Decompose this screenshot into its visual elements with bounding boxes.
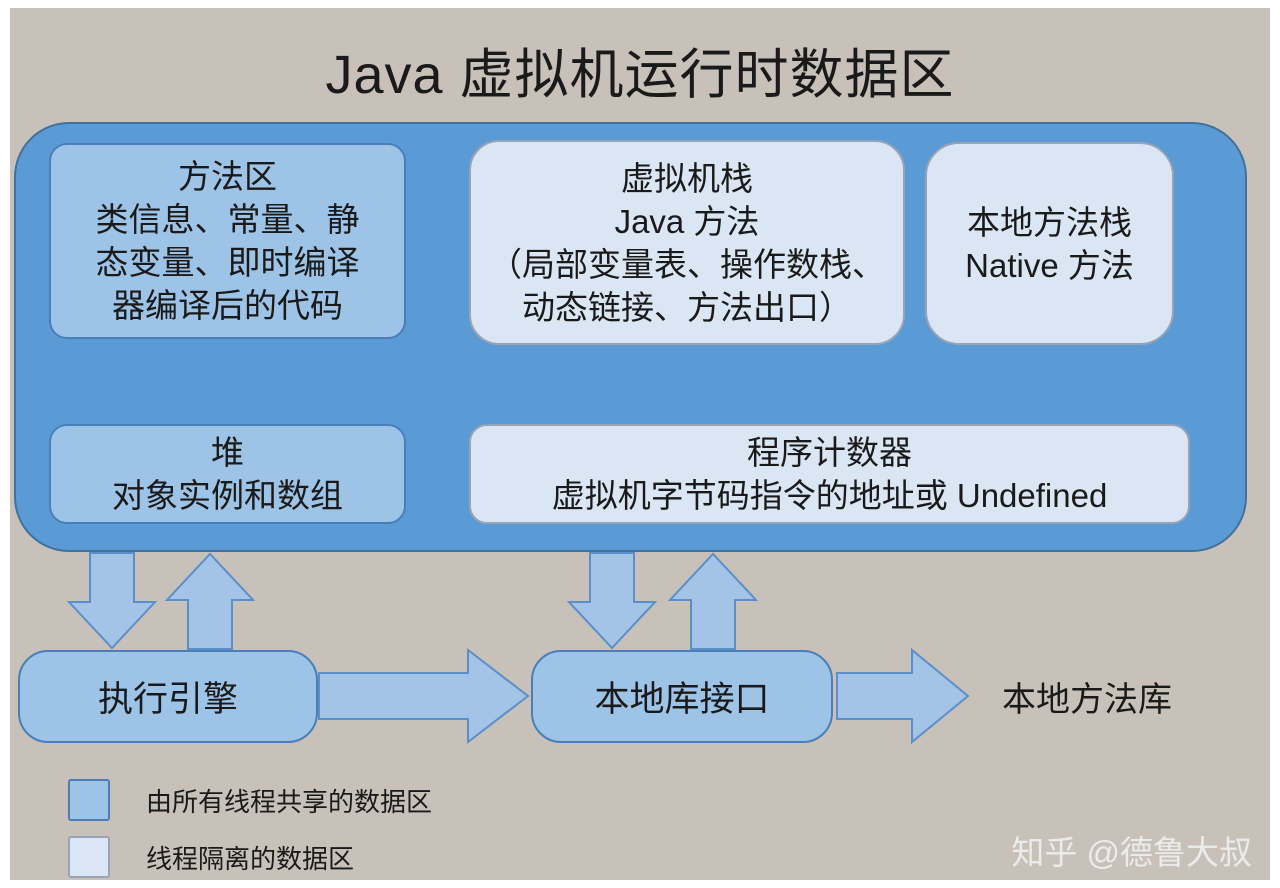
arrow-up-center [668, 552, 758, 650]
legend-swatch-shared [68, 779, 110, 821]
arrow-up-left [165, 552, 255, 650]
legend-label-shared: 由所有线程共享的数据区 [146, 786, 433, 817]
heap-title: 堆 [211, 434, 244, 471]
watermark: 知乎 @德鲁大叔 [1011, 834, 1252, 871]
program-counter-box: 程序计数器 虚拟机字节码指令的地址或 Undefined [469, 424, 1190, 524]
legend-label-isolated: 线程隔离的数据区 [146, 843, 355, 874]
method-area-box: 方法区 类信息、常量、静 态变量、即时编译 器编译后的代码 [49, 143, 406, 339]
vm-stack-text-line: Java 方法 [614, 202, 760, 240]
vm-stack-text-line: 动态链接、方法出口） [522, 288, 852, 326]
vm-stack-box: 虚拟机栈 Java 方法 （局部变量表、操作数栈、 动态链接、方法出口） [469, 140, 905, 345]
method-area-text-line: 类信息、常量、静 [95, 201, 360, 238]
native-library-interface-label: 本地库接口 [594, 680, 770, 719]
method-area-text-line: 器编译后的代码 [112, 287, 343, 324]
heap-text-line: 对象实例和数组 [112, 477, 343, 514]
arrow-down-left [67, 552, 157, 650]
page-title: Java 虚拟机运行时数据区 [325, 45, 955, 105]
arrow-engine-to-interface [318, 648, 530, 744]
native-method-library-label: 本地方法库 [1002, 681, 1172, 719]
runtime-data-area-container: 方法区 类信息、常量、静 态变量、即时编译 器编译后的代码 虚拟机栈 Java … [14, 122, 1247, 552]
native-stack-text-line: Native 方法 [965, 246, 1134, 284]
program-counter-text-line: 虚拟机字节码指令的地址或 Undefined [551, 477, 1108, 514]
arrow-interface-to-library [836, 648, 970, 744]
program-counter-title: 程序计数器 [747, 434, 912, 471]
native-library-interface-box: 本地库接口 [531, 650, 833, 743]
native-method-stack-box: 本地方法栈 Native 方法 [925, 142, 1174, 345]
vm-stack-text-line: （局部变量表、操作数栈、 [489, 245, 885, 283]
legend-swatch-isolated [68, 836, 110, 878]
execution-engine-box: 执行引擎 [18, 650, 318, 743]
heap-box: 堆 对象实例和数组 [49, 424, 406, 524]
arrow-down-center [567, 552, 657, 650]
method-area-title: 方法区 [178, 158, 277, 195]
execution-engine-label: 执行引擎 [97, 680, 238, 719]
method-area-text-line: 态变量、即时编译 [95, 244, 360, 281]
vm-stack-title: 虚拟机栈 [621, 159, 753, 197]
native-stack-title: 本地方法栈 [967, 203, 1132, 241]
